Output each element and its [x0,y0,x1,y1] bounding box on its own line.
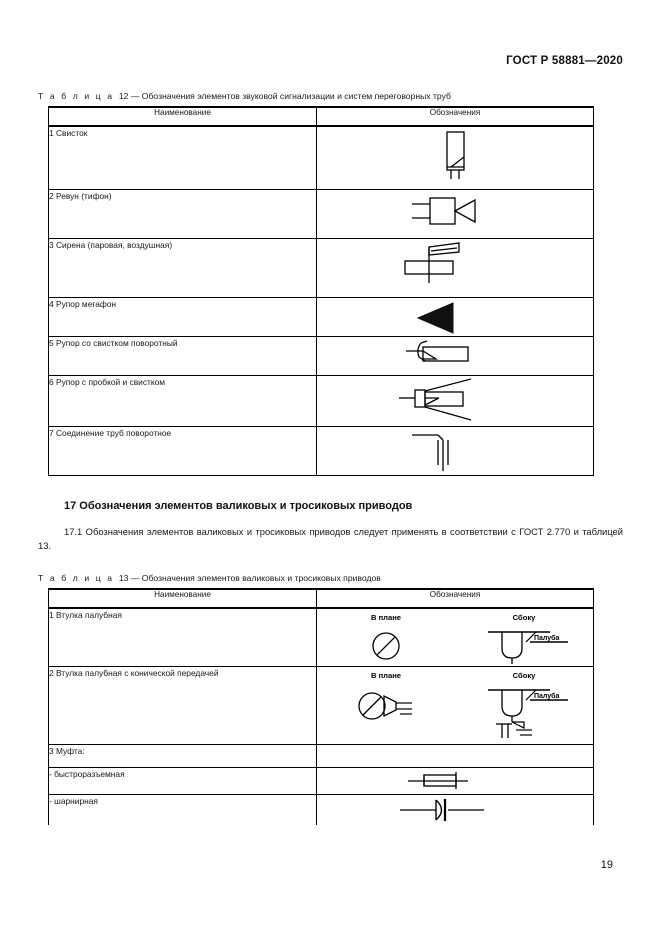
megaphone-icon [416,302,454,334]
table-12-row-6-symbol [316,375,594,427]
table-12-row-1-symbol [316,125,594,190]
table-row: 2 Втулка палубная с конической передачей… [48,666,594,745]
table-12-header-row: Наименование Обозначения [48,106,594,127]
view-label-side: Сбоку [512,671,536,680]
table-12-caption-text: — Обозначения элементов звуковой сигнали… [130,91,451,101]
table-13-caption-text: — Обозначения элементов валиковых и трос… [130,573,381,583]
section-17-paragraph: 17.1 Обозначения элементов валиковых и т… [38,525,623,553]
table-12-row-4-symbol [316,297,594,337]
table-12-row-7-symbol [316,426,594,476]
table-13-row-4-symbol [316,767,594,795]
table-13-row-5-name: - шарнирная [48,794,317,825]
table-12-row-3-symbol [316,238,594,298]
quick-release-coupling-icon [408,772,468,789]
table-13: Наименование Обозначения 1 Втулка палубн… [48,588,594,825]
table-row: - быстроразъемная [48,767,594,795]
view-label-plan: В плане [370,613,402,622]
table-13-row-5-symbol [316,794,594,825]
table-13-row-2-symbol: В плане [316,666,594,745]
table-12-row-5-name: 5 Рупор со свистком поворотный [48,336,317,376]
siren-icon [404,242,460,283]
table-12-row-6-name: 6 Рупор с пробкой и свистком [48,375,317,427]
articulated-coupling-icon [400,799,484,821]
deck-label: Палуба [534,634,559,642]
table-13-caption: Т а б л и ц а 13 — Обозначения элементов… [38,573,623,583]
deck-bushing-bevel-plan-icon [358,692,412,720]
table-12-caption-number: 12 [118,91,129,101]
table-13-row-1-name: 1 Втулка палубная [48,607,317,667]
page-number: 19 [600,859,613,871]
table-row: 3 Сирена (паровая, воздушная) [48,238,594,298]
table-row: 7 Соединение труб поворотное [48,426,594,476]
table-12-row-1-name: 1 Свисток [48,125,317,190]
table-12-col-name: Наименование [48,106,317,127]
table-row: 2 Ревун (тифон) [48,189,594,239]
view-label-side: Сбоку [512,613,536,622]
table-13-row-1-symbol: В плане Сбоку [316,607,594,667]
table-12-caption: Т а б л и ц а 12 — Обозначения элементов… [38,91,623,101]
table-12-row-4-name: 4 Рупор мегафон [48,297,317,337]
table-12-caption-prefix: Т а б л и ц а [38,91,115,101]
table-12-col-symbol: Обозначения [316,106,594,127]
page-header: ГОСТ Р 58881—2020 [506,55,623,67]
horn-with-plug-and-whistle-icon [399,378,472,421]
table-12-row-3-name: 3 Сирена (паровая, воздушная) [48,238,317,298]
section-17-heading: 17 Обозначения элементов валиковых и тро… [64,500,413,512]
table-row: 1 Свисток [48,125,594,190]
table-row: 6 Рупор с пробкой и свистком [48,375,594,427]
table-13-row-3-symbol [316,744,594,768]
table-row: 4 Рупор мегафон [48,297,594,337]
deck-bushing-plan-icon [372,632,400,660]
rotating-pipe-joint-icon [412,434,449,471]
table-row: 3 Муфта: [48,744,594,768]
table-13-row-2-name: 2 Втулка палубная с конической передачей [48,666,317,745]
table-13-row-4-name: - быстроразъемная [48,767,317,795]
deck-bushing-bevel-side-icon: Палуба [488,689,568,738]
table-13-row-3-name: 3 Муфта: [48,744,317,768]
table-row: 1 Втулка палубная В плане [48,607,594,667]
table-13-header-row: Наименование Обозначения [48,588,594,609]
table-13-col-symbol: Обозначения [316,588,594,609]
deck-bushing-side-icon: Палуба [488,631,568,664]
table-row: - шарнирная [48,794,594,825]
table-12-row-2-symbol [316,189,594,239]
table-row: 5 Рупор со свистком поворотный [48,336,594,376]
section-17-paragraph-text: 17.1 Обозначения элементов валиковых и т… [38,526,623,551]
table-12-row-5-symbol [316,336,594,376]
horn-with-whistle-rotating-icon [406,340,469,362]
page-content: ГОСТ Р 58881—2020 Т а б л и ц а 12 — Обо… [38,55,623,825]
table-12-row-7-name: 7 Соединение труб поворотное [48,426,317,476]
deck-label: Палуба [534,692,559,700]
howler-tifon-icon [412,197,476,225]
table-12: Наименование Обозначения 1 Свисток [48,106,594,476]
table-12-row-2-name: 2 Ревун (тифон) [48,189,317,239]
view-label-plan: В плане [370,671,402,680]
table-13-caption-number: 13 [118,573,129,583]
whistle-icon [446,131,465,179]
table-13-caption-prefix: Т а б л и ц а [38,573,115,583]
table-13-col-name: Наименование [48,588,317,609]
